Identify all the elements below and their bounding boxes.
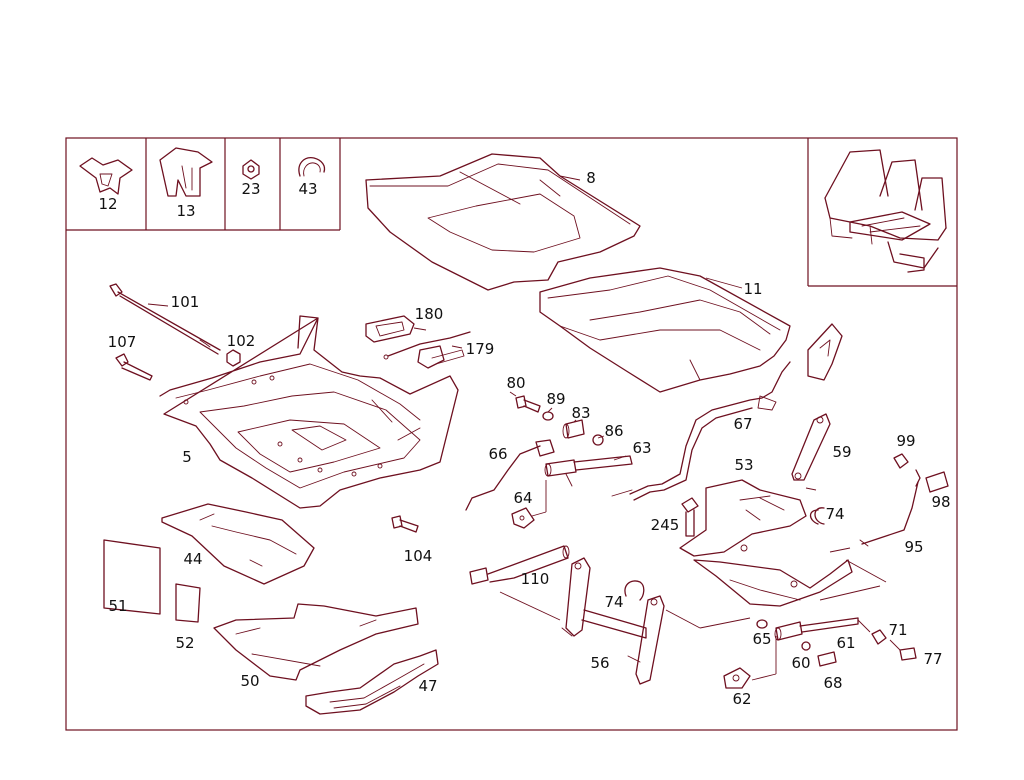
nut-86: [592, 434, 604, 446]
label-65: 65: [752, 630, 771, 648]
label-104: 104: [404, 547, 433, 565]
label-52: 52: [175, 634, 194, 652]
leader-lines: [147, 175, 901, 681]
bracket-64: [511, 507, 535, 529]
label-74-lower: 74: [604, 593, 623, 611]
seat-pad-11: [539, 267, 791, 393]
label-50: 50: [240, 672, 259, 690]
label-77: 77: [923, 650, 942, 668]
tray-50: [213, 603, 419, 681]
pad-44: [161, 503, 315, 585]
label-180: 180: [415, 305, 444, 323]
label-43: 43: [298, 180, 317, 198]
label-89: 89: [546, 390, 565, 408]
grommet-62: [723, 667, 751, 689]
label-74-upper: 74: [825, 505, 844, 523]
bolt-80: [515, 395, 541, 413]
handle-cover-180: [365, 315, 415, 343]
label-83: 83: [571, 404, 590, 422]
link-59: [791, 413, 831, 481]
washer-89: [542, 411, 554, 421]
label-71: 71: [888, 621, 907, 639]
label-245: 245: [651, 516, 680, 534]
nut-part-23: [242, 159, 260, 180]
label-51: 51: [108, 597, 127, 615]
label-12: 12: [98, 195, 117, 213]
nut-102: [226, 349, 241, 367]
cable-66: [465, 439, 555, 511]
label-86: 86: [604, 422, 623, 440]
label-68: 68: [823, 674, 842, 692]
seat-bracket: [807, 323, 843, 381]
frame-56: [561, 557, 665, 685]
part-labels: 12 13 23 43 8 11 101 102 107 180 179 5 8…: [98, 169, 950, 708]
seat-row-thumbnail: [824, 149, 947, 273]
clip-74-upper: [809, 507, 825, 525]
label-44: 44: [183, 550, 202, 568]
label-63: 63: [632, 439, 651, 457]
damper-61: [774, 617, 859, 641]
label-99: 99: [896, 432, 915, 450]
seat-cover-8: [365, 153, 641, 291]
label-102: 102: [227, 332, 256, 350]
label-60: 60: [791, 654, 810, 672]
label-95: 95: [904, 538, 923, 556]
label-8: 8: [586, 169, 596, 187]
label-62: 62: [732, 690, 751, 708]
gas-strut-63: [544, 455, 633, 487]
label-61: 61: [836, 634, 855, 652]
cap-99: [893, 453, 909, 469]
gas-strut-110: [469, 545, 570, 585]
diagram-frame: [65, 137, 958, 731]
sheet-51: [103, 539, 161, 615]
label-110: 110: [521, 570, 550, 588]
label-53: 53: [734, 456, 753, 474]
bolt-104: [391, 515, 419, 533]
clip-part-12: [79, 157, 133, 195]
label-47: 47: [418, 677, 437, 695]
cable-lever-179: [383, 331, 471, 369]
seat-frame-5: [159, 315, 459, 509]
bushing-83: [562, 419, 585, 439]
nut-71: [871, 629, 887, 645]
bolt-107: [115, 353, 153, 381]
label-5: 5: [182, 448, 192, 466]
ring-part-43: [298, 157, 326, 177]
cable-67: [611, 361, 791, 501]
label-59: 59: [832, 443, 851, 461]
bushing-65: [756, 619, 768, 629]
label-11: 11: [743, 280, 762, 298]
bolt-101: [109, 283, 221, 355]
bolt-77: [899, 647, 917, 661]
label-13: 13: [176, 202, 195, 220]
label-98: 98: [931, 493, 950, 511]
screw-98: [925, 471, 949, 493]
bolt-245: [681, 497, 699, 537]
mechanism-53: [679, 479, 853, 607]
clip-74-lower: [624, 580, 645, 601]
label-80: 80: [506, 374, 525, 392]
clip-part-13: [159, 147, 213, 197]
label-101: 101: [171, 293, 200, 311]
sheet-52: [175, 583, 201, 623]
label-64: 64: [513, 489, 532, 507]
washer-60: [801, 641, 811, 651]
label-179: 179: [466, 340, 495, 358]
label-66: 66: [488, 445, 507, 463]
pin-68: [817, 651, 837, 667]
trim-47: [305, 649, 439, 715]
label-107: 107: [108, 333, 137, 351]
label-67: 67: [733, 415, 752, 433]
label-23: 23: [241, 180, 260, 198]
cable-95: [859, 469, 921, 547]
label-56: 56: [590, 654, 609, 672]
